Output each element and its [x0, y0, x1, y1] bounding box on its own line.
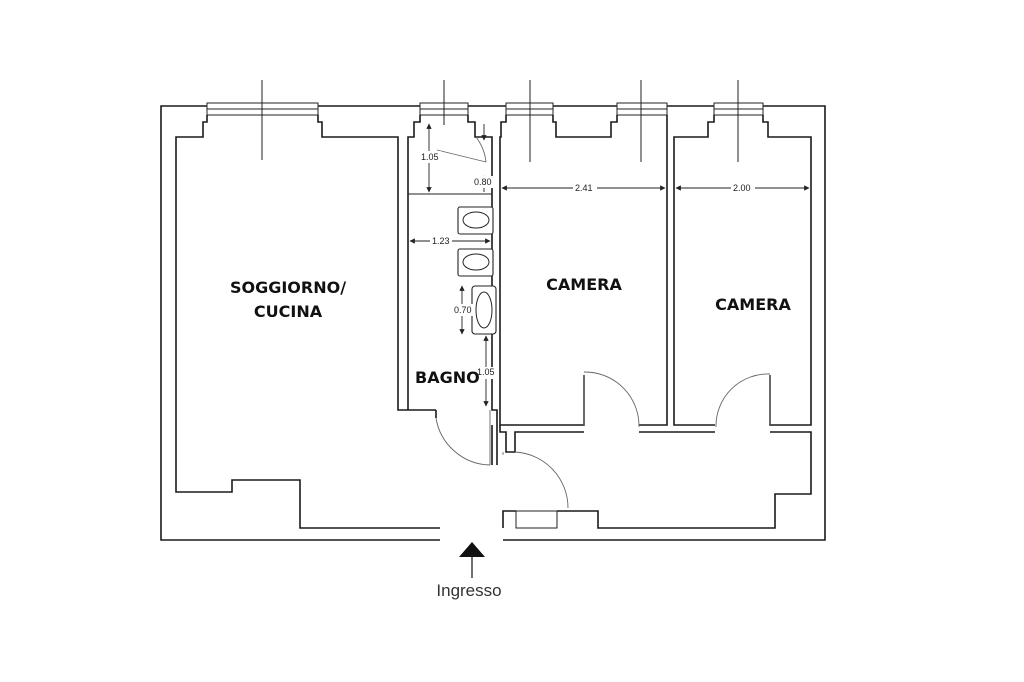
dim-bath-lower-height: 1.05 [477, 367, 495, 377]
dim-bath-door-width: 0.80 [474, 177, 492, 187]
entrance-label: Ingresso [436, 581, 501, 600]
label-living-line1: SOGGIORNO/ [230, 278, 346, 297]
room-labels: SOGGIORNO/ CUCINA BAGNO CAMERA CAMERA [230, 275, 792, 387]
dim-bath-width: 1.23 [432, 236, 450, 246]
hall-walls [499, 425, 812, 529]
outer-walls [160, 105, 826, 541]
sanitary-fixtures [457, 206, 497, 335]
windows [206, 80, 764, 162]
living-room-walls [175, 115, 440, 529]
dimension-labels: 1.05 0.80 1.23 0.70 1.05 2.41 2.00 [419, 151, 755, 379]
dim-bedroom2-width: 2.00 [733, 183, 751, 193]
dim-bedroom1-width: 2.41 [575, 183, 593, 193]
entrance-marker: Ingresso [436, 542, 502, 600]
label-living-line2: CUCINA [254, 302, 323, 321]
dim-shower-width: 0.70 [454, 305, 472, 315]
label-bath: BAGNO [415, 368, 480, 387]
arrow-up-icon [459, 542, 485, 557]
label-bedroom2: CAMERA [715, 295, 791, 314]
bedroom1-walls [499, 115, 668, 426]
bedroom2-walls [673, 115, 812, 426]
doors [435, 371, 771, 509]
bath-inner-door [436, 149, 487, 163]
label-bedroom1: CAMERA [546, 275, 622, 294]
dim-bath-upper-height: 1.05 [421, 152, 439, 162]
